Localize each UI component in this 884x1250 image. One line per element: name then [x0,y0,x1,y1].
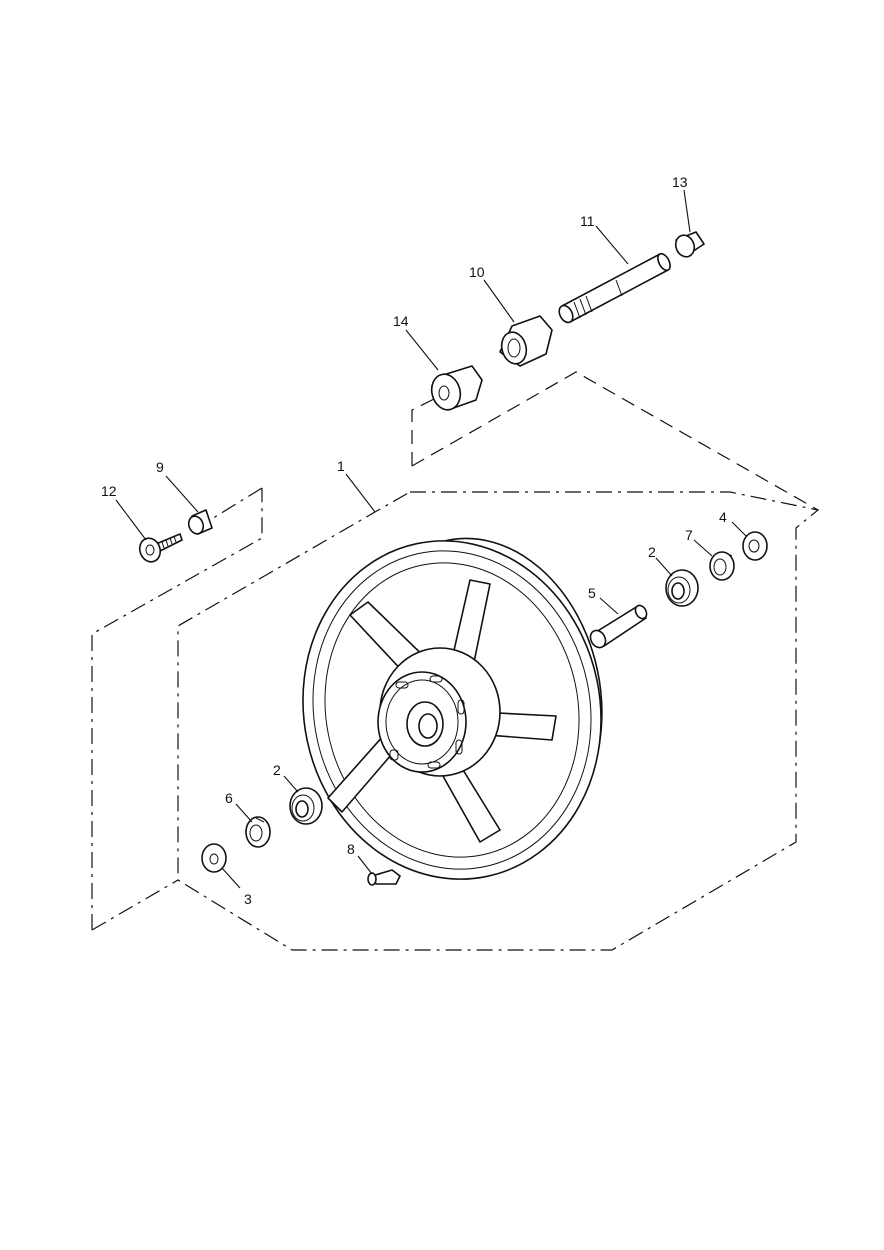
washer-left [201,843,227,873]
callout-4: 4 [719,509,727,525]
spacer-bush [187,509,213,535]
callout-5: 5 [588,585,596,601]
front-wheel [302,537,603,880]
bolt [138,533,183,563]
bearing-right [665,569,699,607]
washer-right [742,531,768,561]
callout-6: 6 [225,790,233,806]
circlip-right [709,551,735,581]
bearing-left [289,787,323,825]
callout-1: 1 [337,458,345,474]
callout-labels: 1 2 2 3 4 5 6 7 8 9 10 11 12 13 14 [101,174,727,907]
axle-adjuster [499,315,553,367]
callout-11: 11 [580,213,595,229]
spacer-tube [589,604,648,649]
callout-13: 13 [672,174,688,190]
callout-2-left: 2 [273,762,281,778]
callout-2-right: 2 [648,544,656,560]
axle-cap [674,231,705,258]
callout-8: 8 [347,841,355,857]
callout-12: 12 [101,483,117,499]
callout-3: 3 [244,891,252,907]
callout-14: 14 [393,313,409,329]
callout-leaders [115,189,747,889]
callout-10: 10 [469,264,485,280]
assembly-boundary-lines [91,371,820,951]
front-axle [558,252,671,324]
callout-7: 7 [685,527,693,543]
circlip-left [245,816,271,848]
axle-collar [430,365,483,411]
callout-9: 9 [156,459,164,475]
tyre-valve [367,869,401,886]
